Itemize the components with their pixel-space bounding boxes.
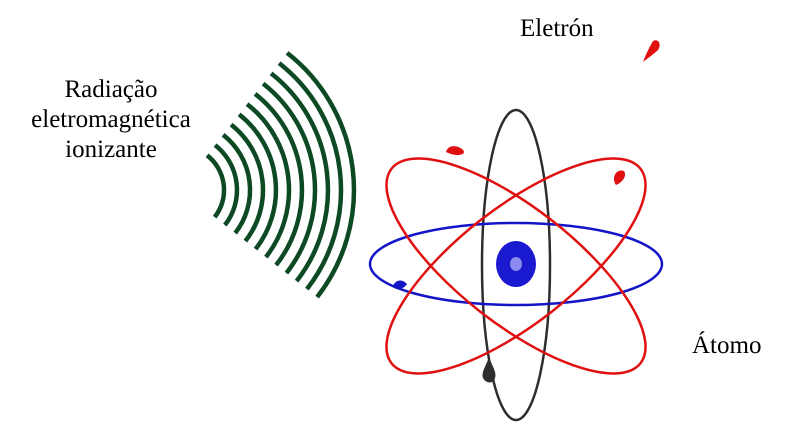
wave-arc (277, 61, 344, 291)
radiation-wave-icon (205, 51, 357, 299)
radiation-label-line-2: eletromagnética (31, 106, 191, 133)
wave-arc (213, 143, 240, 227)
wave-arc (285, 51, 357, 299)
orbit-tilted-left (385, 157, 647, 375)
radiation-label-line-1: Radiação (64, 76, 158, 103)
electron-icon (393, 280, 407, 290)
wave-arc (269, 71, 331, 283)
radiation-label: Radiação eletromagnética ionizante (6, 75, 216, 165)
wave-arc (245, 102, 292, 259)
wave-arc (237, 112, 279, 251)
electron-label: Eletrón (520, 15, 594, 42)
orbit-vertical (480, 108, 552, 422)
electron-icon (446, 146, 464, 156)
nucleus-highlight (510, 257, 522, 271)
radiation-label-line-3: ionizante (65, 136, 157, 163)
ejected-electron-icon (643, 40, 660, 62)
wave-arc (221, 133, 253, 235)
electron-icon (613, 170, 626, 185)
wave-arc (205, 153, 227, 219)
wave-arc (229, 122, 266, 243)
electron-icon (482, 357, 496, 383)
atom-icon (368, 108, 664, 422)
atom-label: Átomo (692, 332, 762, 359)
orbit-tilted-right (385, 157, 647, 375)
wave-arc (253, 92, 305, 267)
orbit-horizontal (368, 221, 664, 307)
wave-arc (261, 81, 318, 275)
